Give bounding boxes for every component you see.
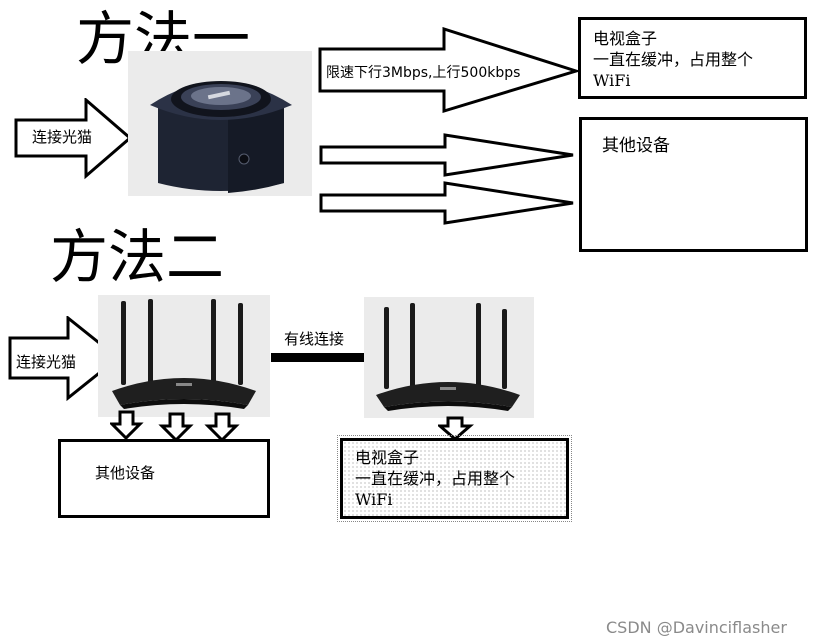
csdn-watermark: CSDN @Davinciflasher <box>606 618 787 637</box>
square-router-icon <box>150 81 292 193</box>
method2-input-label: 连接光猫 <box>16 353 77 371</box>
method2-other-devices-label: 其他设备 <box>95 464 156 482</box>
antenna-router-icon <box>112 299 256 409</box>
method1-speed-arrow <box>318 27 580 114</box>
method2-tv-down-arrow <box>438 416 474 441</box>
method2-down-arrows <box>110 410 240 442</box>
method2-router-image-secondary <box>364 297 534 418</box>
method1-device-arrows <box>319 133 574 225</box>
method1-other-devices-box: 其他设备 <box>579 117 808 252</box>
antenna-router-icon <box>376 303 520 411</box>
method1-tv-box-title: 电视盒子 <box>593 29 658 48</box>
method1-input-arrow <box>14 98 133 180</box>
method2-tv-box-line1: 一直在缓冲，占用整个 <box>355 469 516 488</box>
method2-wired-label: 有线连接 <box>284 330 345 348</box>
method2-input-arrow <box>8 316 121 402</box>
method2-wired-cable <box>271 353 365 362</box>
method1-speed-label: 限速下行3Mbps,上行500kbps <box>326 65 521 81</box>
method1-tv-box: 电视盒子 一直在缓冲，占用整个 WiFi <box>578 17 807 99</box>
method1-input-label: 连接光猫 <box>32 128 93 146</box>
method2-router-image-main <box>98 295 270 417</box>
method1-tv-box-line2: WiFi <box>593 71 631 90</box>
method1-router-image <box>128 51 312 196</box>
method2-tv-box-title: 电视盒子 <box>355 448 420 467</box>
method2-other-devices-box: 其他设备 <box>58 439 270 518</box>
method2-tv-box-line2: WiFi <box>355 490 393 509</box>
method1-other-devices-label: 其他设备 <box>602 136 670 156</box>
method2-tv-box: 电视盒子 一直在缓冲，占用整个 WiFi <box>337 435 572 522</box>
method2-title: 方法二 <box>50 223 225 291</box>
method1-tv-box-line1: 一直在缓冲，占用整个 <box>593 50 754 69</box>
